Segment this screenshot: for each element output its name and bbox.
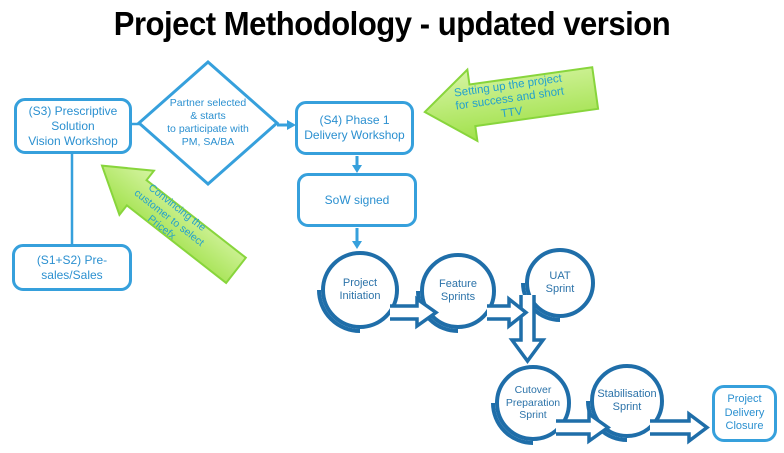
arrow-diamond-to-s4 xyxy=(277,120,296,130)
green-arrow-ttv xyxy=(423,66,600,143)
node-s1s2-presales: (S1+S2) Pre- sales/Sales xyxy=(12,244,132,291)
block-arrow-cutover-to-stabilisation xyxy=(556,410,612,445)
arrow-s4-to-sow xyxy=(352,156,362,173)
loop-tail-cutover xyxy=(491,402,534,445)
arrow-sow-to-initiation xyxy=(352,228,362,249)
slide-title: Project Methodology - updated version xyxy=(113,5,671,42)
node-project-delivery-closure: Project Delivery Closure xyxy=(712,385,777,442)
green-arrow-pricefx xyxy=(100,164,248,285)
sprint-label-project-initiation: Project Initiation xyxy=(339,277,381,302)
node-sow-signed: SoW signed xyxy=(297,173,417,227)
loop-tail-project-initiation xyxy=(317,289,361,333)
sprint-circle-stabilisation xyxy=(590,364,664,438)
sprint-label-uat-sprint: UAT Sprint xyxy=(545,270,575,295)
node-s4-delivery-workshop: (S4) Phase 1 Delivery Workshop xyxy=(295,101,414,155)
block-arrow-feature-to-uat xyxy=(487,295,529,330)
node-s3-prescriptive-workshop: (S3) Prescriptive Solution Vision Worksh… xyxy=(14,98,132,154)
sprint-circle-cutover xyxy=(495,365,571,441)
block-arrow-initiation-to-feature xyxy=(390,295,440,330)
block-arrow-stabilisation-to-closure xyxy=(650,410,710,445)
sprint-circle-uat-sprint xyxy=(525,248,595,318)
block-arrow-uat-to-cutover xyxy=(508,295,547,364)
sprint-circle-feature-sprints xyxy=(420,253,496,329)
sprint-label-stabilisation: Stabilisation Sprint xyxy=(597,388,657,413)
sprint-circle-project-initiation xyxy=(321,251,399,329)
diamond-shape xyxy=(136,59,280,187)
sprint-label-cutover: Cutover Preparation Sprint xyxy=(505,384,561,422)
diamond-partner-selected-label: Partner selected & starts to participate… xyxy=(167,97,249,148)
loop-tail-feature-sprints xyxy=(416,290,459,333)
sprint-label-feature-sprints: Feature Sprints xyxy=(439,278,477,303)
